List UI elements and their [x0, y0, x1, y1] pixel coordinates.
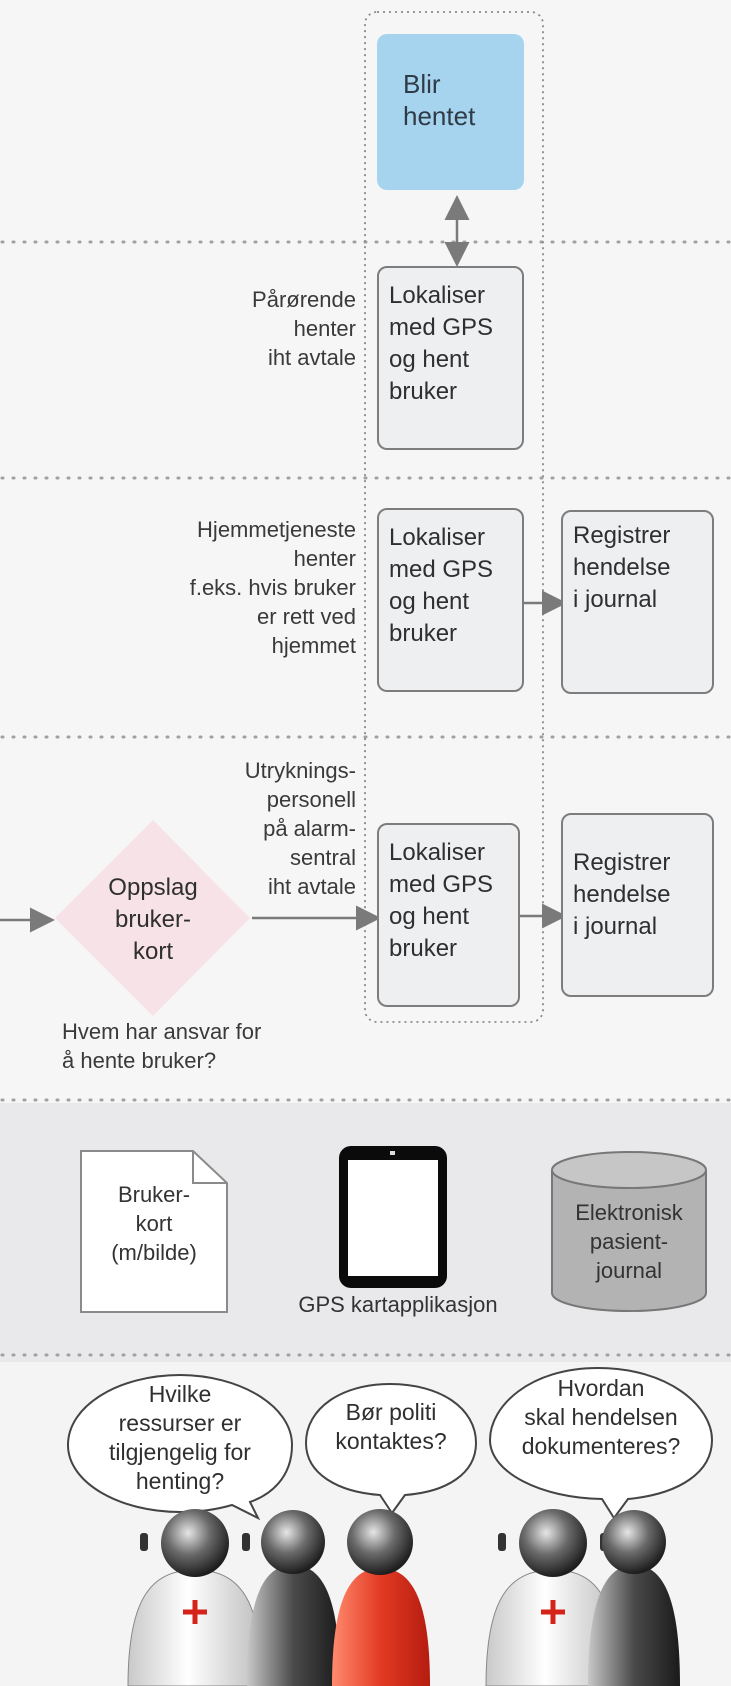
- bubble-1-text: Hvilke ressurser er tilgjengelig for hen…: [109, 1381, 251, 1494]
- homecare-side-label: Hjemmetjeneste henter f.eks. hvis bruker…: [189, 517, 356, 658]
- relative-action-box: Lokaliser med GPS og hent bruker: [377, 266, 524, 450]
- relative-side-label: Pårørende henter iht avtale: [252, 287, 356, 370]
- person-grey-1: [247, 1510, 340, 1686]
- relative-action-label: Lokaliser med GPS og hent bruker: [389, 282, 494, 405]
- homecare-action-box: Lokaliser med GPS og hent bruker: [377, 508, 524, 692]
- person-medic-2: [485, 1509, 619, 1686]
- blir-hentet-label: Blir hentet: [403, 69, 476, 131]
- emergency-side-label: Utryknings- personell på alarm- sentral …: [244, 758, 356, 899]
- lane-separators: [0, 240, 731, 1357]
- homecare-register-label: Registrer hendelse i journal: [573, 522, 671, 613]
- decision-diamond: [55, 820, 250, 1016]
- tablet-icon: [339, 1146, 447, 1288]
- gps-app-label: GPS kartapplikasjon: [298, 1292, 498, 1317]
- user-card-label: Bruker- kort (m/bilde): [111, 1182, 197, 1265]
- bubble-3-shape: [488, 1366, 714, 1520]
- bubble-3-text: Hvordan skal hendelsen dokumenteres?: [521, 1375, 681, 1459]
- blir-hentet-box: Blir hentet: [377, 34, 524, 190]
- homecare-action-label: Lokaliser med GPS og hent bruker: [389, 524, 494, 647]
- person-medic-1: [127, 1509, 263, 1686]
- person-red: [332, 1509, 430, 1686]
- action-group-outline: [364, 11, 544, 1023]
- journal-label: Elektronisk pasient- journal: [575, 1200, 683, 1283]
- emergency-action-label: Lokaliser med GPS og hent bruker: [389, 839, 494, 962]
- emergency-register-label: Registrer hendelse i journal: [573, 849, 671, 940]
- user-card-doc: [80, 1150, 228, 1313]
- bubble-2-text: Bør politi kontaktes?: [335, 1399, 447, 1454]
- emergency-action-box: Lokaliser med GPS og hent bruker: [377, 823, 520, 1007]
- journal-cylinder: [551, 1151, 707, 1312]
- emergency-register-box: Registrer hendelse i journal: [561, 813, 714, 997]
- decision-label: Oppslag bruker- kort: [108, 874, 198, 965]
- responsibility-question: Hvem har ansvar for å hente bruker?: [62, 1019, 262, 1073]
- homecare-register-box: Registrer hendelse i journal: [561, 510, 714, 694]
- person-grey-2: [588, 1510, 680, 1686]
